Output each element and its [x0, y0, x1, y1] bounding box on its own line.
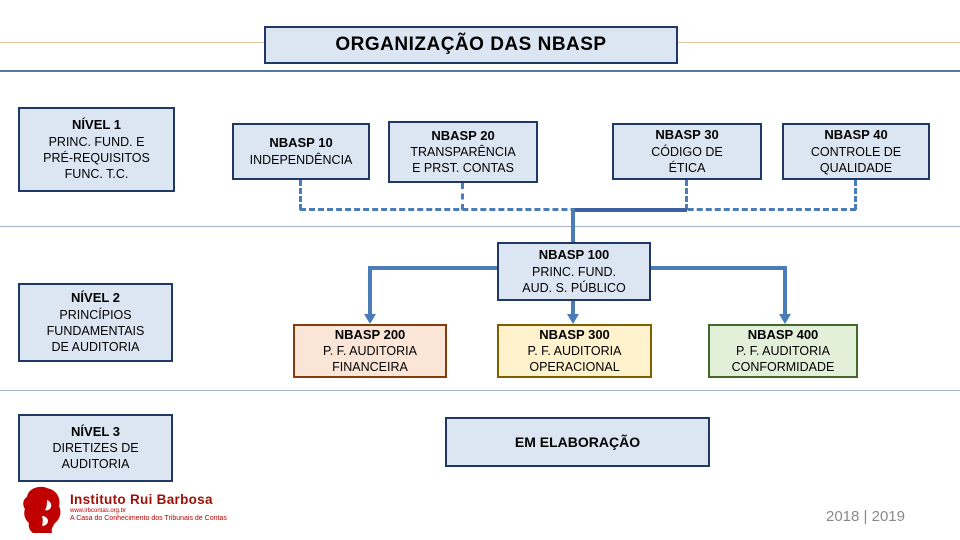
node-line: TRANSPARÊNCIA: [410, 145, 516, 160]
node-nbasp-10: NBASP 10 INDEPENDÊNCIA: [232, 123, 370, 180]
connector-100-to-200-h: [368, 266, 497, 270]
node-line: E PRST. CONTAS: [412, 161, 514, 176]
connector-nbasp20-drop: [461, 183, 464, 210]
node-line: AUD. S. PÚBLICO: [522, 280, 626, 295]
node-title: NBASP 40: [824, 127, 888, 143]
divider-line-lower: [0, 390, 960, 391]
node-line: FINANCEIRA: [332, 360, 408, 375]
node-line: PRINC. FUND.: [531, 264, 617, 279]
level-title: NÍVEL 2: [71, 290, 120, 306]
irb-logo-url: www.irbcontas.org.br: [70, 508, 127, 514]
level-title: NÍVEL 3: [71, 423, 120, 439]
connector-100-to-400-v: [783, 266, 787, 315]
connector-nbasp10-drop: [299, 180, 302, 210]
arrow-into-nbasp200-icon: [364, 314, 376, 324]
node-line: INDEPENDÊNCIA: [249, 152, 353, 167]
node-line: ÉTICA: [668, 160, 706, 175]
node-nbasp-20: NBASP 20 TRANSPARÊNCIA E PRST. CONTAS: [388, 121, 538, 183]
irb-logo-head-icon: [23, 486, 61, 533]
irb-logo: Instituto Rui Barbosa www.irbcontas.org.…: [22, 486, 227, 534]
footer-years: 2018 | 2019: [826, 508, 905, 525]
node-line: P. F. AUDITORIA: [527, 344, 622, 359]
arrow-into-nbasp400-icon: [779, 314, 791, 324]
level-1-label-box: NÍVEL 1 PRINC. FUND. E PRÉ-REQUISITOS FU…: [18, 107, 175, 192]
node-title: NBASP 200: [334, 326, 406, 342]
node-line: P. F. AUDITORIA: [735, 344, 830, 359]
level-line: FUNDAMENTAIS: [46, 323, 145, 338]
level-line: AUDITORIA: [61, 457, 130, 472]
level-2-label-box: NÍVEL 2 PRINCÍPIOS FUNDAMENTAIS DE AUDIT…: [18, 283, 173, 362]
connector-100-to-200-v: [368, 266, 372, 315]
level-line: PRINC. FUND. E: [48, 134, 145, 149]
level-title: NÍVEL 1: [72, 117, 121, 133]
node-title: NBASP 30: [655, 127, 719, 143]
connector-nbasp40-drop: [854, 180, 857, 210]
node-nbasp-40: NBASP 40 CONTROLE DE QUALIDADE: [782, 123, 930, 180]
accent-line-blue: [0, 70, 960, 72]
irb-logo-tagline: A Casa do Conhecimento dos Tribunais de …: [70, 515, 227, 522]
arrow-into-nbasp300-icon: [567, 314, 579, 324]
connector-100-to-300-v: [571, 301, 575, 315]
node-line: QUALIDADE: [819, 160, 893, 175]
connector-nbasp30-drop: [685, 180, 688, 210]
node-nbasp-30: NBASP 30 CÓDIGO DE ÉTICA: [612, 123, 762, 180]
level-line: FUNC. T.C.: [64, 166, 129, 181]
divider-line-upper: [0, 226, 960, 227]
node-nbasp-300: NBASP 300 P. F. AUDITORIA OPERACIONAL: [497, 324, 652, 378]
node-title: NBASP 20: [431, 127, 495, 143]
connector-bus-to-nbasp100: [571, 208, 575, 244]
level-line: DIRETIZES DE: [52, 441, 139, 456]
status-em-elaboracao-box: EM ELABORAÇÃO: [445, 417, 710, 467]
node-title: NBASP 300: [539, 326, 610, 342]
slide-title: ORGANIZAÇÃO DAS NBASP: [264, 26, 678, 64]
connector-bus-solid-segment: [573, 208, 687, 212]
node-line: P. F. AUDITORIA: [322, 344, 417, 359]
level-3-label-box: NÍVEL 3 DIRETIZES DE AUDITORIA: [18, 414, 173, 482]
level-line: PRÉ-REQUISITOS: [43, 150, 150, 165]
connector-100-to-400-h: [651, 266, 787, 270]
node-title: NBASP 400: [747, 326, 819, 342]
node-nbasp-100: NBASP 100 PRINC. FUND. AUD. S. PÚBLICO: [497, 242, 651, 301]
node-line: CÓDIGO DE: [651, 144, 723, 159]
node-line: CONFORMIDADE: [731, 360, 835, 375]
node-title: NBASP 10: [269, 135, 333, 151]
irb-logo-name: Instituto Rui Barbosa: [70, 492, 213, 507]
node-title: NBASP 100: [538, 247, 610, 263]
node-line: CONTROLE DE: [810, 144, 902, 159]
level-line: DE AUDITORIA: [51, 339, 140, 354]
level-line: PRINCÍPIOS: [59, 307, 132, 322]
node-nbasp-400: NBASP 400 P. F. AUDITORIA CONFORMIDADE: [708, 324, 858, 378]
node-line: OPERACIONAL: [529, 360, 620, 375]
node-nbasp-200: NBASP 200 P. F. AUDITORIA FINANCEIRA: [293, 324, 447, 378]
irb-logo-text: Instituto Rui Barbosa www.irbcontas.org.…: [70, 486, 227, 522]
